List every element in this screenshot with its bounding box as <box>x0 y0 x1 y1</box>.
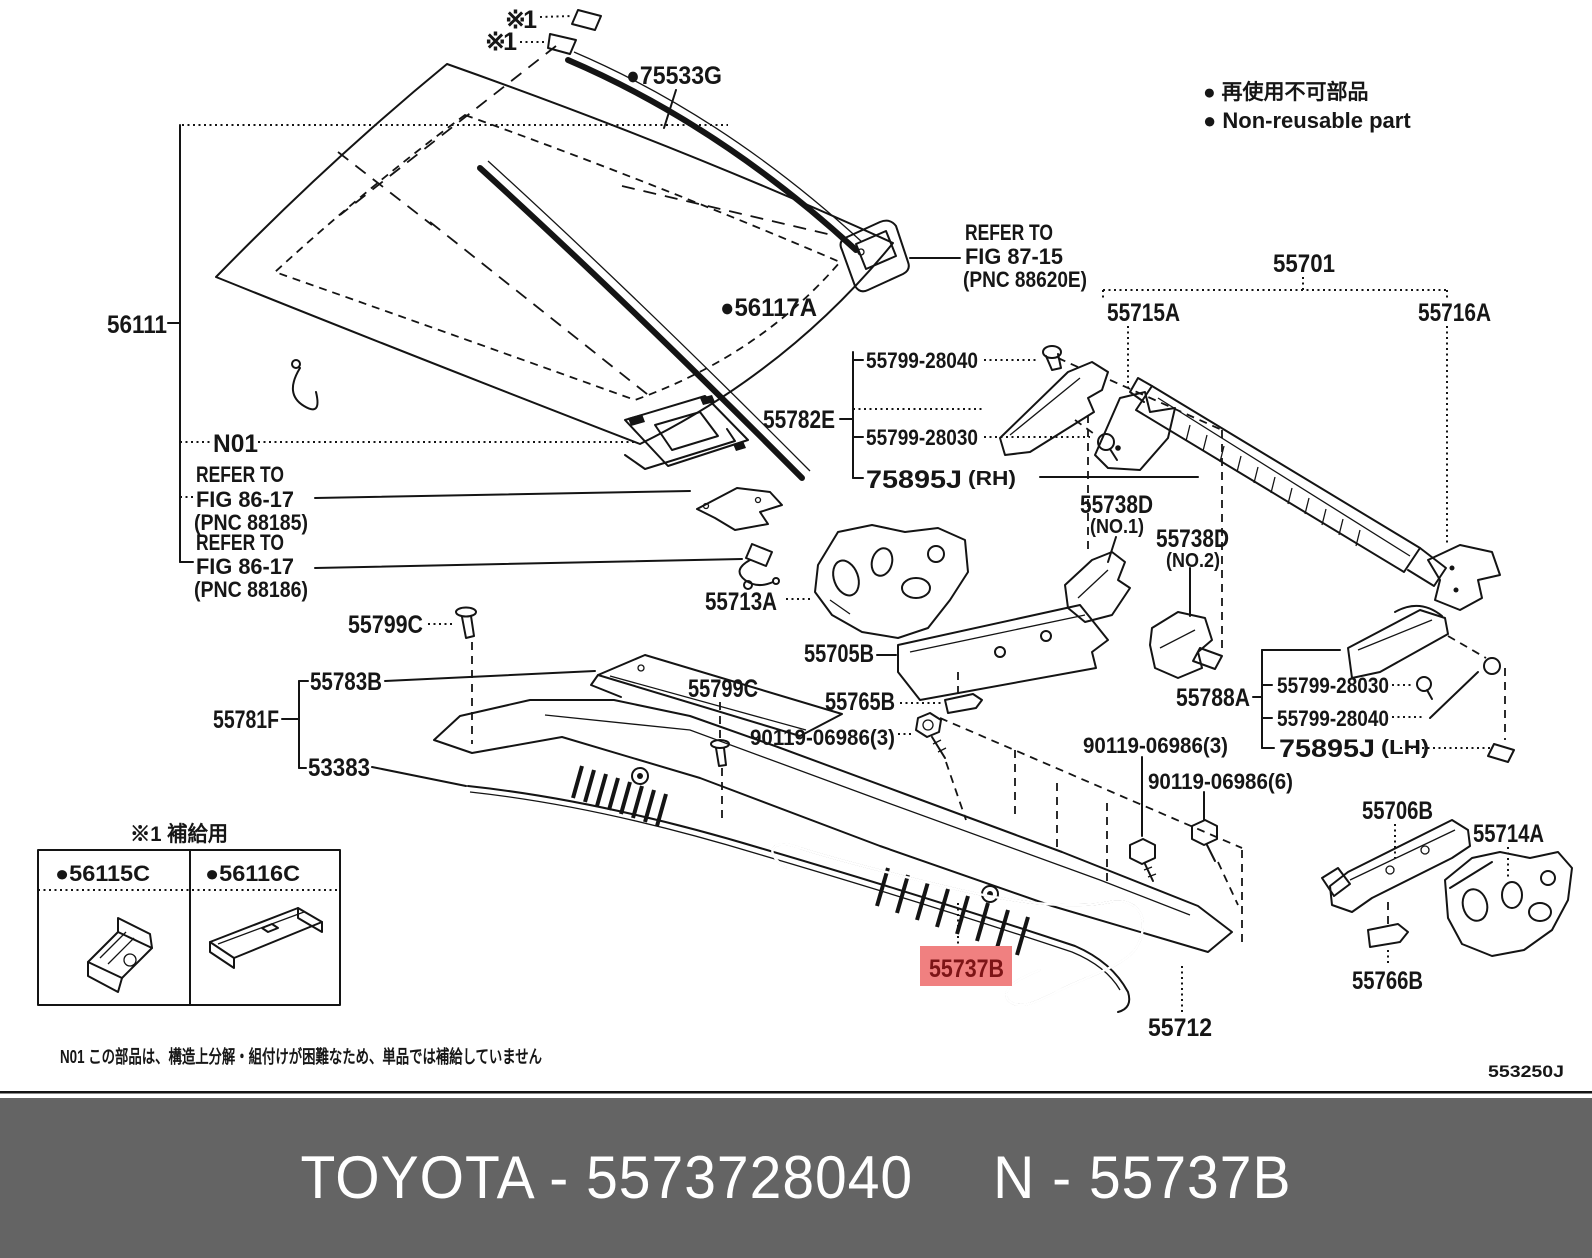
label-55712: 55712 <box>1148 1014 1212 1042</box>
label-55782e: 55782E <box>763 406 835 434</box>
part-number-banner: TOYOTA - 5573728040 N - 55737B <box>0 1098 1592 1258</box>
clip-55765b-drawing <box>900 693 983 714</box>
label-55714a: 55714A <box>1473 820 1544 848</box>
refer-88186-line3: (PNC 88186) <box>194 577 308 602</box>
label-75895j-rh: 75895J <box>866 466 962 494</box>
supply-box <box>37 849 341 1006</box>
label-55799-28040-lh: 55799-28040 <box>1277 706 1389 731</box>
banner-left-text: TOYOTA - 5573728040 <box>300 1144 914 1212</box>
pigtail-88186-drawing <box>738 543 780 590</box>
label-no2-suffix: (NO.2) <box>1166 550 1220 572</box>
diagram-canvas: ※1 ※1 ●75533G 56111 ●56117A REFER TO FIG… <box>0 6 1592 1094</box>
label-56111: 56111 <box>107 311 167 339</box>
dam-56116c-drawing <box>209 907 323 969</box>
banner-right-text: N - 55737B <box>993 1144 1292 1212</box>
cowl-top-panel-55701-drawing <box>1094 277 1501 611</box>
label-53383: 53383 <box>308 754 370 782</box>
doc-number: 553250J <box>1488 1062 1564 1081</box>
star1-retainer-parts <box>520 9 602 55</box>
label-55713a: 55713A <box>705 588 777 616</box>
label-55788a: 55788A <box>1176 684 1250 712</box>
label-55781f: 55781F <box>213 706 279 734</box>
refer-88185-line1: REFER TO <box>196 462 284 487</box>
plate-88185-drawing <box>696 487 783 531</box>
refer-87-15-line2: FIG 87-15 <box>965 244 1063 269</box>
supply-box-item-56116c: ●56116C <box>205 861 300 886</box>
footnote-text: N01 この部品は、構造上分解・組付けが困難なため、単品では補給していません <box>60 1046 542 1067</box>
label-55766b: 55766B <box>1352 967 1423 995</box>
visor-bracket-rh-55782e-group <box>839 345 1223 670</box>
label-55716a: 55716A <box>1418 299 1491 327</box>
label-55799c-left: 55799C <box>348 611 423 639</box>
label-75895j-lh: 75895J <box>1279 735 1375 763</box>
mirror-base-bracket-drawing <box>624 395 749 470</box>
molding-56117a-drawing <box>477 160 811 481</box>
label-55799-28040-rh: 55799-28040 <box>866 348 978 373</box>
label-55799c-right: 55799C <box>688 675 758 703</box>
label-55738d-no2: 55738D <box>1156 525 1229 553</box>
label-lh-suffix: (LH) <box>1381 737 1429 759</box>
label-55706b: 55706B <box>1362 797 1433 825</box>
sensor-87-15-drawing <box>839 219 961 293</box>
label-star1-bottom: ※1 <box>485 28 517 56</box>
legend-en: ● Non-reusable part <box>1203 108 1411 133</box>
cowl-side-panel-55713a-drawing <box>786 524 969 639</box>
molding-75533g-drawing <box>565 51 863 253</box>
refer-88185-line2: FIG 86-17 <box>196 487 294 512</box>
label-55799-28030-rh: 55799-28030 <box>866 425 978 450</box>
label-55701: 55701 <box>1273 250 1335 278</box>
label-n01: N01 <box>213 430 258 458</box>
label-90119-06986-6: 90119-06986(6) <box>1148 769 1293 794</box>
label-56117a: ●56117A <box>720 294 817 322</box>
bracket-56111-lines <box>167 124 743 569</box>
label-90119-06986-3-right: 90119-06986(3) <box>1083 733 1228 758</box>
reinforcement-55705b-drawing <box>876 604 1109 701</box>
bolt-90119-six-drawing <box>1191 791 1239 906</box>
supply-box-header: ※1 補給用 <box>130 822 228 846</box>
refer-88185-line3: (PNC 88185) <box>194 510 308 535</box>
cowl-louver-group <box>433 699 1243 1013</box>
label-90119-06986-3-left: 90119-06986(3) <box>750 725 895 750</box>
footer-separator <box>0 1091 1592 1094</box>
supply-box-item-56115c: ●56115C <box>55 861 150 886</box>
clip-56115c-drawing <box>87 917 153 993</box>
refer-88186-line1: REFER TO <box>196 530 284 555</box>
brackets-55738d-drawing <box>1064 536 1213 679</box>
left-stack-group <box>281 606 843 818</box>
highlight-box-55737b[interactable] <box>920 946 1012 986</box>
label-rh-suffix: (RH) <box>968 468 1016 490</box>
refer-87-15-line1: REFER TO <box>965 220 1053 245</box>
right-side-panels-group <box>1321 819 1573 966</box>
label-55738d-no1: 55738D <box>1080 491 1153 519</box>
bolt-90119-left-drawing <box>898 712 967 821</box>
label-55783b: 55783B <box>310 668 382 696</box>
label-55737b-highlighted[interactable]: 55737B <box>929 955 1004 983</box>
glass-pigtail <box>292 367 319 411</box>
legend-jp: ● 再使用不可部品 <box>1203 80 1369 104</box>
refer-87-15-line3: (PNC 88620E) <box>963 267 1087 292</box>
refer-88186-line2: FIG 86-17 <box>196 554 294 579</box>
visor-bracket-lh-55788a-group <box>1252 605 1515 763</box>
windshield-glass-drawing <box>215 45 894 445</box>
label-75533g: ●75533G <box>626 62 722 90</box>
label-55705b: 55705B <box>804 640 874 668</box>
label-55715a: 55715A <box>1107 299 1180 327</box>
label-55799-28030-lh: 55799-28030 <box>1277 673 1389 698</box>
bolt-90119-right-drawing <box>1129 756 1157 882</box>
label-55765b: 55765B <box>825 688 895 716</box>
label-no1-suffix: (NO.1) <box>1090 516 1144 538</box>
label-star1-top: ※1 <box>505 6 537 34</box>
